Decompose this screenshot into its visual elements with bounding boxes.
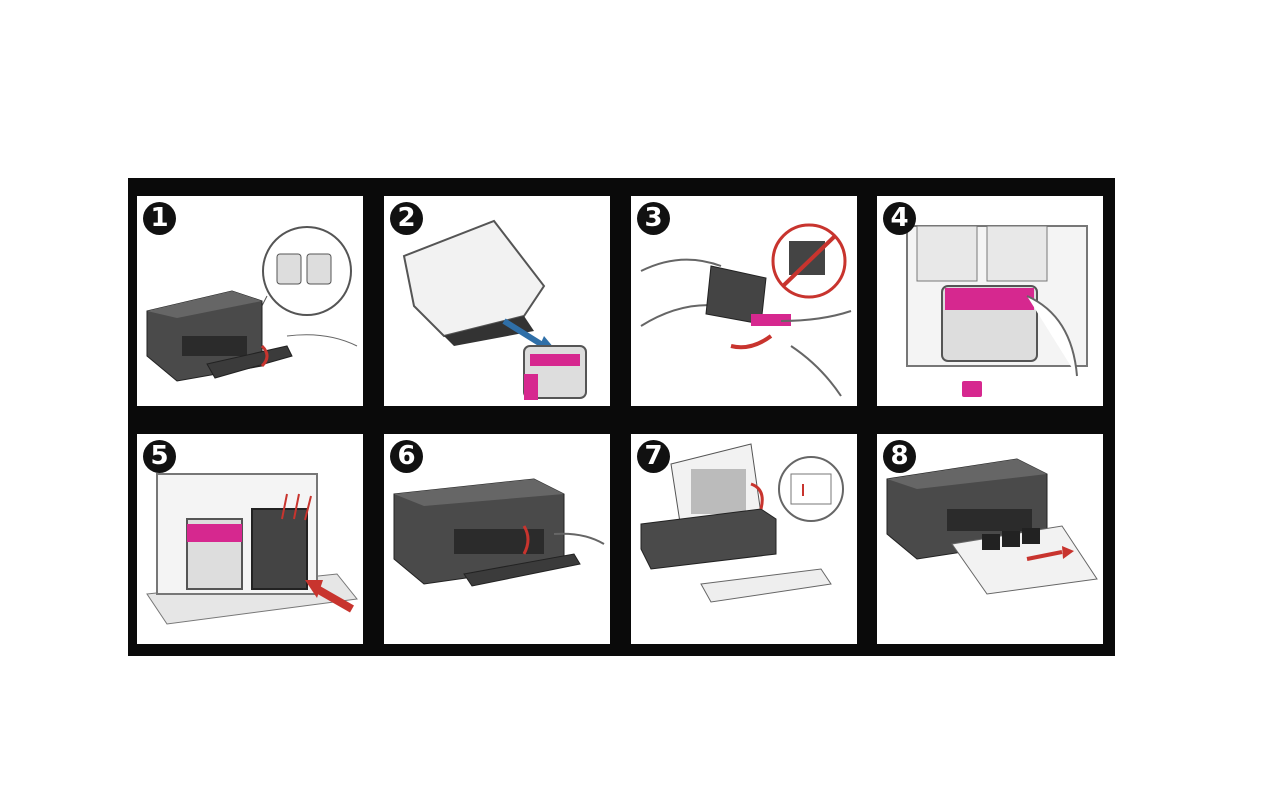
step-4-panel: 4 [877,196,1103,406]
step-6-number: 6 [390,440,423,473]
instruction-frame: 1 2 3 [128,178,1115,656]
step-7-panel: 7 [631,434,857,644]
step-1-number: 1 [143,202,176,235]
print-output-illustration [886,458,1098,595]
step-2-number: 2 [390,202,423,235]
scan-page-illustration [640,443,844,603]
step-6-panel: 6 [384,434,610,644]
close-door-illustration [393,478,605,587]
step-5-panel: 5 [137,434,363,644]
step-3-panel: 3 [631,196,857,406]
printer-icon [146,226,358,382]
step-1-panel: 1 [137,196,363,406]
step-7-number: 7 [637,440,670,473]
hold-cartridge-illustration [906,225,1088,397]
step-3-number: 3 [637,202,670,235]
insert-cartridges-illustration [146,473,358,625]
step-8-panel: 8 [877,434,1103,644]
hand-icon [640,223,852,397]
step-8-number: 8 [883,440,916,473]
step-4-number: 4 [883,202,916,235]
step-5-number: 5 [143,440,176,473]
cartridge-icon [402,219,587,400]
step-2-panel: 2 [384,196,610,406]
